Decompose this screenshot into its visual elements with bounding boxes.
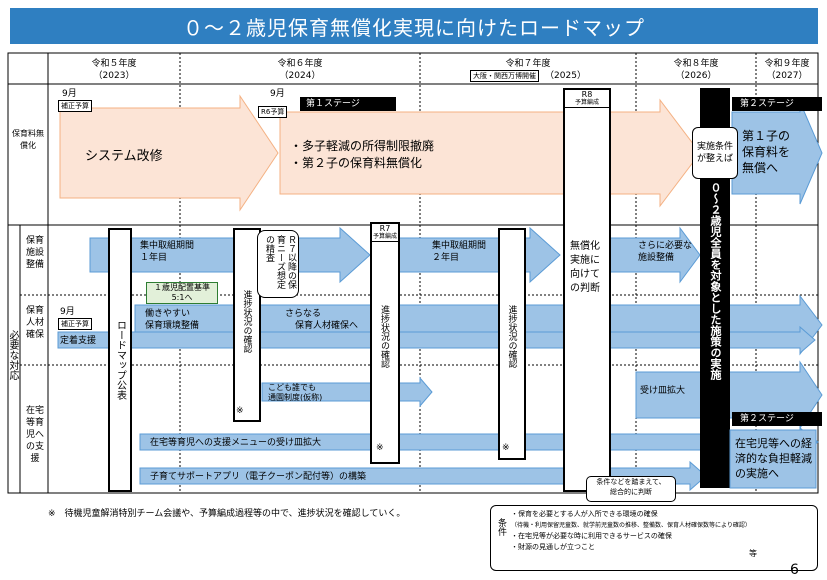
more-facility-label: さらに必要な施設整備 bbox=[638, 241, 693, 263]
row-label-fee: 保育料無償化 bbox=[12, 129, 44, 150]
stage2-badge: 第２ステージ bbox=[732, 97, 822, 111]
retention-label: 定着支援 bbox=[60, 336, 97, 346]
home-menu-label: 在宅等育児への支援メニューの受け皿拡大 bbox=[150, 438, 322, 448]
home-relief-label: 在宅児等への経済的な負担軽減の実施へ bbox=[735, 437, 812, 480]
row-label-home: 在宅等育児への支援 bbox=[25, 406, 44, 464]
conditions-met-box: 実施条件が整えば bbox=[692, 127, 738, 179]
budget-tag: 補正予算 bbox=[58, 318, 92, 330]
progress-check-label: 進捗状況の確認 bbox=[379, 305, 389, 368]
judgment-label: 無償化実施に向けての判断 bbox=[570, 241, 600, 294]
year-2027: 令和９年度（2027） bbox=[764, 59, 810, 81]
budget-tag: R6予算 bbox=[258, 106, 288, 118]
facility-arrow-1 bbox=[89, 226, 371, 284]
r7-budget-box: R7 予算編成 bbox=[370, 222, 400, 464]
r7-needs-box: Ｒ７以降の保育ニーズ想定の精査 bbox=[257, 230, 299, 298]
expand-label: 受け皿拡大 bbox=[640, 386, 686, 396]
conditions-label: 条件 bbox=[496, 518, 506, 536]
year-2023: 令和５年度（2023） bbox=[91, 59, 137, 81]
progress-check-box-3: 進捗状況の確認 bbox=[498, 228, 526, 460]
more-staff-label: さらなる保育人材確保へ bbox=[285, 309, 359, 331]
stage1-bullets: ・多子軽減の所得制限撤廃 ・第２子の保育料無償化 bbox=[290, 139, 435, 170]
first-child-label: 第１子の保育料を無償へ bbox=[742, 129, 791, 175]
app-label: 子育てサポートアプリ（電子クーポン配付等）の構築 bbox=[150, 472, 367, 482]
all-children-label: ０～２歳児全員を対象とした施策の実施 bbox=[709, 182, 722, 380]
anyone-label: こども誰でも通園制度(仮称) bbox=[268, 383, 323, 402]
system-arrow bbox=[59, 94, 279, 212]
row-label-facility: 保育施設整備 bbox=[25, 236, 44, 270]
budget-tag: 補正予算 bbox=[58, 100, 92, 112]
note-mark: ※ bbox=[502, 443, 510, 453]
row-label-staff: 保育人材確保 bbox=[25, 306, 44, 340]
system-label: システム改修 bbox=[85, 149, 163, 164]
expo-label: 大阪・関西万博開催 bbox=[470, 70, 540, 82]
stage1-badge: 第１ステージ bbox=[300, 97, 396, 111]
home-relief-box bbox=[729, 429, 817, 489]
note-mark: ※ bbox=[236, 406, 244, 416]
note-mark: ※ bbox=[376, 443, 384, 453]
row-label-side: 必要な対応 bbox=[7, 330, 18, 380]
month-label: 9月 bbox=[60, 307, 75, 317]
year-2026: 令和８年度（2026） bbox=[673, 59, 719, 81]
env-label: 働きやすい保育環境整備 bbox=[145, 309, 200, 331]
stage2-badge: 第２ステージ bbox=[732, 412, 822, 426]
facility-arrow-3 bbox=[609, 226, 701, 284]
month-label: 9月 bbox=[270, 89, 285, 99]
year-2024: 令和６年度（2024） bbox=[277, 59, 323, 81]
year-2025: 令和７年度 大阪・関西万博開催 （2025） bbox=[420, 58, 636, 82]
roadmap-publish-box: ロードマップ公表 bbox=[108, 228, 132, 492]
page-number: 6 bbox=[790, 562, 799, 578]
page-title: ０～２歳児保育無償化実現に向けたロードマップ bbox=[10, 8, 818, 44]
conditions-box: 条件 ・保育を必要とする人が入所できる環境の確保 （待機・利用保留児童数、就学前… bbox=[490, 505, 818, 571]
month-label: 9月 bbox=[62, 89, 77, 99]
progress-check-box-1: 進捗状況の確認 bbox=[233, 228, 261, 422]
condition-note: 条件などを踏まえて、総合的に判断 bbox=[586, 476, 676, 502]
footer-note: ※ 待機児童解消特別チーム会議や、予算編成過程等の中で、進捗状況を確認していく。 bbox=[48, 509, 406, 519]
